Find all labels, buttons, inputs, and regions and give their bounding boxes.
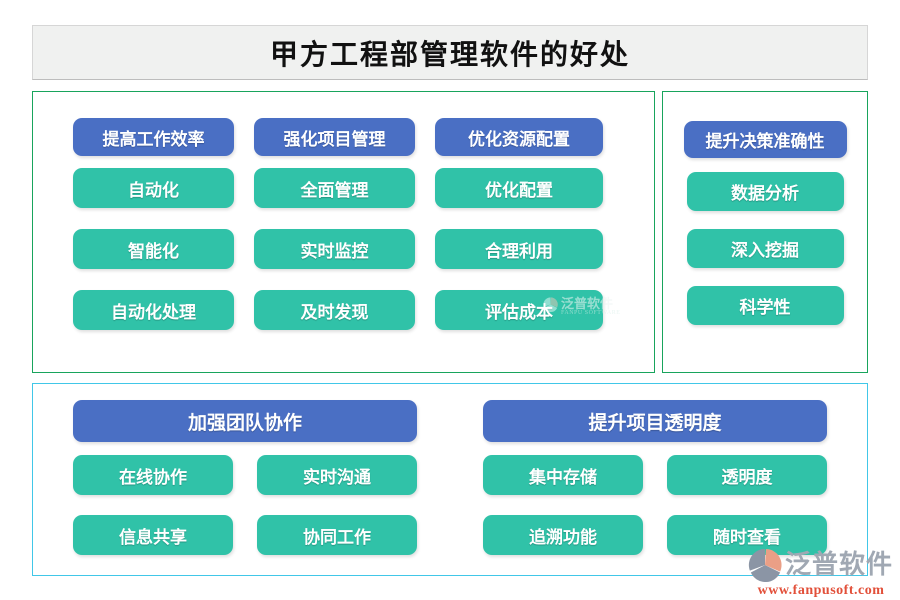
- benefit-item: 及时发现: [254, 290, 415, 330]
- panel-top-benefits: 提高工作效率 自动化 智能化 自动化处理 强化项目管理 全面管理 实时监控 及时…: [32, 91, 655, 373]
- benefit-item: 信息共享: [73, 515, 233, 555]
- benefit-item: 深入挖掘: [686, 229, 844, 268]
- benefit-item: 透明度: [667, 455, 827, 495]
- category-header: 强化项目管理: [254, 118, 415, 156]
- page-title: 甲方工程部管理软件的好处: [32, 25, 868, 80]
- benefit-column-resource-allocation: 优化资源配置 优化配置 合理利用 评估成本: [435, 118, 603, 372]
- category-header: 加强团队协作: [73, 400, 417, 442]
- benefit-item: 科学性: [686, 286, 844, 325]
- benefit-item: 协同工作: [257, 515, 417, 555]
- benefit-item: 自动化处理: [73, 290, 234, 330]
- category-header: 优化资源配置: [435, 118, 603, 156]
- fanpu-logo: 泛普软件 www.fanpusoft.com: [748, 548, 894, 599]
- benefit-item: 优化配置: [435, 168, 603, 208]
- benefit-item: 智能化: [73, 229, 234, 269]
- category-header: 提升决策准确性: [683, 121, 847, 158]
- benefit-item: 自动化: [73, 168, 234, 208]
- benefit-group-teamwork: 加强团队协作 在线协作 实时沟通 信息共享 协同工作: [73, 400, 417, 555]
- benefit-column-project-management: 强化项目管理 全面管理 实时监控 及时发现: [254, 118, 415, 372]
- benefit-column-efficiency: 提高工作效率 自动化 智能化 自动化处理: [73, 118, 234, 372]
- benefit-item: 追溯功能: [483, 515, 643, 555]
- benefit-item: 实时监控: [254, 229, 415, 269]
- panel-bottom-benefits: 加强团队协作 在线协作 实时沟通 信息共享 协同工作 提升项目透明度 集中存储 …: [32, 383, 868, 576]
- benefit-item: 随时查看: [667, 515, 827, 555]
- category-header: 提升项目透明度: [483, 400, 827, 442]
- benefit-group-transparency: 提升项目透明度 集中存储 透明度 追溯功能 随时查看: [483, 400, 827, 555]
- logo-brand-text: 泛普软件: [785, 550, 894, 579]
- benefit-item: 实时沟通: [257, 455, 417, 495]
- category-header: 提高工作效率: [73, 118, 234, 156]
- benefit-item: 评估成本: [435, 290, 603, 330]
- benefit-item: 在线协作: [73, 455, 233, 495]
- benefit-item: 全面管理: [254, 168, 415, 208]
- benefit-item: 合理利用: [435, 229, 603, 269]
- fanpu-logo-icon: [748, 548, 782, 582]
- logo-url: www.fanpusoft.com: [757, 583, 885, 598]
- benefit-item: 集中存储: [483, 455, 643, 495]
- panel-decision-accuracy: 提升决策准确性 数据分析 深入挖掘 科学性: [662, 91, 868, 373]
- benefit-item: 数据分析: [686, 172, 844, 211]
